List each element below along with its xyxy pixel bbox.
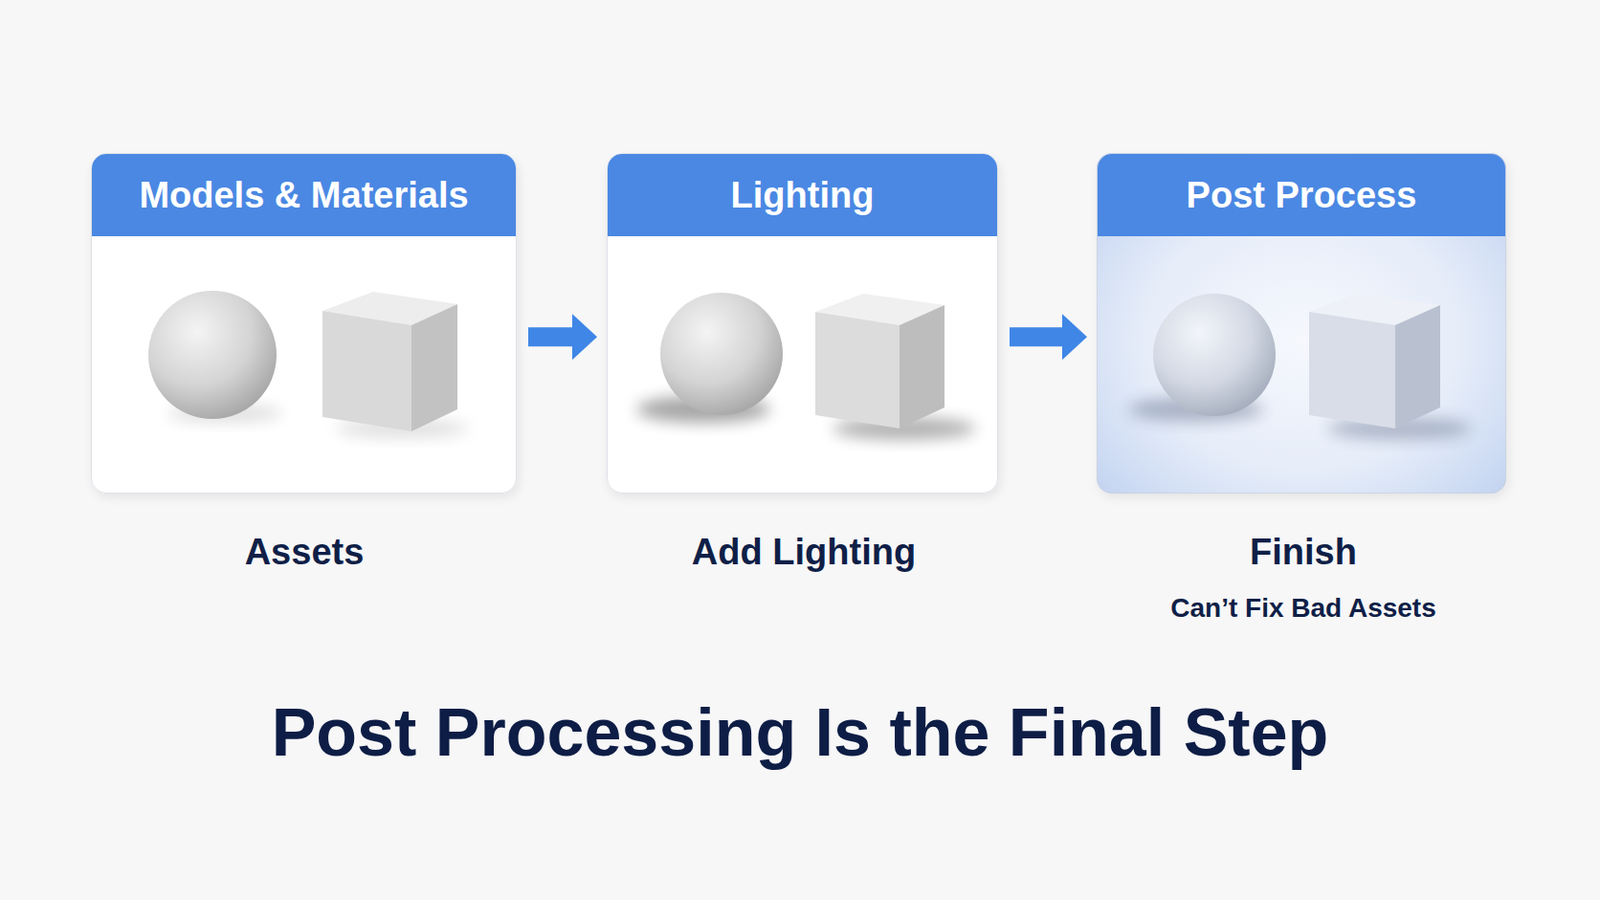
panel-header: Models & Materials <box>91 154 516 237</box>
flow-arrow <box>1009 313 1088 360</box>
panel-box: Models & Materials <box>90 153 517 494</box>
panel-header: Lighting <box>607 154 998 237</box>
sphere <box>660 292 783 416</box>
caption: Finish <box>1249 532 1357 574</box>
panel-ground <box>90 153 517 494</box>
cube <box>1309 293 1441 429</box>
note: Can’t Fix Bad Assets <box>1170 593 1436 624</box>
cube <box>322 291 458 432</box>
caption: Assets <box>244 532 365 574</box>
panel-box: Post Process <box>1096 153 1507 494</box>
sphere <box>148 290 277 420</box>
panel-ground <box>606 153 999 494</box>
sphere <box>1153 293 1276 417</box>
panel-ground <box>1096 153 1507 494</box>
panel-header: Post Process <box>1097 154 1506 237</box>
caption: Add Lighting <box>691 532 916 574</box>
flow-arrow <box>528 313 598 360</box>
panel-box: Lighting <box>606 153 999 494</box>
title: Post Processing Is the Final Step <box>271 694 1330 772</box>
cube <box>815 293 945 429</box>
